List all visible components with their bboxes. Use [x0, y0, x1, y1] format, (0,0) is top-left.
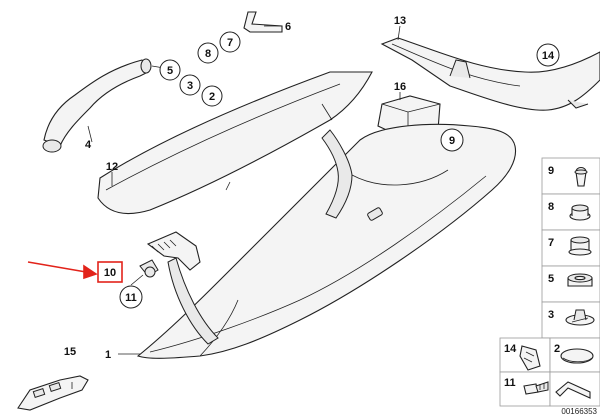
legend-label-2[interactable]: 2: [554, 343, 560, 355]
diagram-reference-number: 00166353: [561, 407, 597, 416]
callout-11[interactable]: 11: [125, 292, 137, 304]
callout-13[interactable]: 13: [394, 15, 406, 27]
legend-screw-clip-icon: [565, 309, 595, 326]
callout-4[interactable]: 4: [85, 139, 92, 151]
legend-label-3[interactable]: 3: [548, 309, 554, 321]
legend-screw-icon: [523, 381, 549, 395]
legend-spacer-grommet-icon: [568, 236, 592, 256]
callout-2-circle: [201, 85, 223, 107]
legend-clip-icon: [519, 345, 541, 371]
callout-10-highlight-box: [97, 261, 123, 283]
highlight-arrow: [27, 261, 98, 280]
bottom-piece-part: [17, 375, 89, 411]
legend-round-cap-icon: [560, 348, 594, 364]
legend-labels: 9 8 7 5 3 14 2 11: [504, 165, 560, 389]
right-trim-part: [380, 37, 600, 111]
main-trim-part: [136, 123, 517, 359]
callouts: 1 2 3 4 5 6 7 8 9 10 11 12 13 14: [64, 15, 560, 361]
callout-2[interactable]: 2: [209, 91, 215, 103]
callout-5[interactable]: 5: [167, 65, 173, 77]
upper-cover-part: [97, 71, 373, 215]
callout-8[interactable]: 8: [205, 48, 211, 60]
legend-label-9[interactable]: 9: [548, 165, 554, 177]
callout-15[interactable]: 15: [64, 346, 76, 358]
legend-label-5[interactable]: 5: [548, 273, 554, 285]
legend-rubber-ring-icon: [567, 273, 593, 287]
callout-5-circle: [159, 59, 181, 81]
callout-3[interactable]: 3: [187, 80, 193, 92]
callout-7[interactable]: 7: [227, 37, 233, 49]
legend-grommet-icon: [569, 204, 591, 221]
callout-8-circle: [197, 42, 219, 64]
callout-12[interactable]: 12: [106, 161, 118, 173]
legend-label-11[interactable]: 11: [504, 377, 516, 389]
legend-label-8[interactable]: 8: [548, 201, 554, 213]
legend-label-7[interactable]: 7: [548, 237, 554, 249]
hose-part: [42, 58, 152, 153]
callout-14-circle: [536, 43, 560, 67]
callout-7-circle: [219, 31, 241, 53]
callout-14[interactable]: 14: [542, 50, 555, 62]
legend-corner-marker-icon: [555, 381, 591, 399]
callout-3-circle: [179, 74, 201, 96]
callout-16[interactable]: 16: [394, 81, 406, 93]
legend-pin-clip-icon: [574, 166, 588, 187]
callout-11-circle: [119, 285, 143, 309]
callout-6[interactable]: 6: [285, 21, 291, 33]
callout-9-circle: [440, 128, 464, 152]
legend-label-14[interactable]: 14: [504, 343, 517, 355]
tube-part: [243, 11, 283, 33]
callout-1[interactable]: 1: [105, 349, 111, 361]
mount-bracket-part: [139, 231, 219, 345]
callout-10[interactable]: 10: [104, 267, 116, 279]
callout-9[interactable]: 9: [449, 135, 455, 147]
